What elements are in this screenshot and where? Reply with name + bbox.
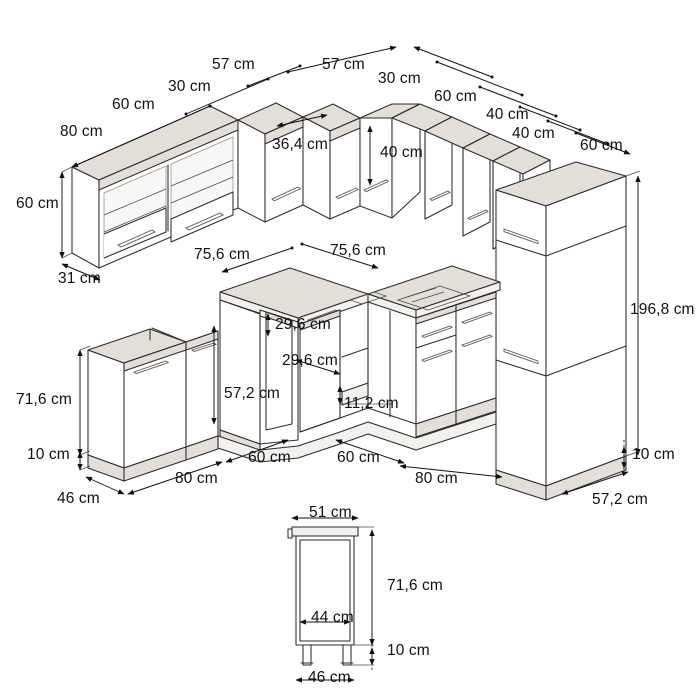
dim-label-base-corner-112: 11,2 cm <box>344 395 399 412</box>
dim-label-base-right-w-60: 60 cm <box>337 449 380 466</box>
dim-label-base-right-worktop-756: 75,6 cm <box>330 242 386 259</box>
dim-label-single-unit-width-51: 51 cm <box>309 504 352 521</box>
dim-label-wall-right-w-30: 30 cm <box>378 70 421 87</box>
dim-label-wall-depth-31: 31 cm <box>58 270 101 287</box>
dim-label-base-corner-296b: 29,6 cm <box>282 352 338 369</box>
base-unit-drawers-80 <box>415 291 497 438</box>
dim-label-base-height-716: 71,6 cm <box>16 391 72 408</box>
dim-label-base-right-w-80: 80 cm <box>415 470 458 487</box>
dim-label-wall-corner-right-57: 57 cm <box>322 56 365 73</box>
dim-label-wall-left-w-60: 60 cm <box>112 96 155 113</box>
single-base-unit-group <box>287 526 359 666</box>
worktop-hob-detail <box>348 285 472 311</box>
dim-label-base-inner-height-572: 57,2 cm <box>224 385 280 402</box>
dim-label-wall-unit-height-40: 40 cm <box>380 144 423 161</box>
dim-label-single-unit-height-716: 71,6 cm <box>387 577 443 594</box>
wall-units-group <box>71 102 551 269</box>
base-unit-corner <box>259 301 369 445</box>
dim-label-wall-right-w-60: 60 cm <box>434 88 477 105</box>
wall-unit-60-left <box>237 102 304 223</box>
dim-label-base-depth-46: 46 cm <box>57 490 100 507</box>
dim-label-base-left-w-60: 60 cm <box>248 449 291 466</box>
dim-label-wall-left-depth-80: 80 cm <box>60 123 103 140</box>
dim-label-tall-unit-height-1968: 196,8 cm <box>630 301 695 318</box>
dim-label-wall-right-w-60b: 60 cm <box>580 137 623 154</box>
base-units-group <box>87 265 501 482</box>
dim-label-single-unit-plinth-10: 10 cm <box>387 642 430 659</box>
dim-label-single-unit-depth-46: 46 cm <box>308 669 351 686</box>
dim-label-base-left-w-80: 80 cm <box>175 470 218 487</box>
tall-unit-group <box>495 161 627 501</box>
dim-label-corner-door-364: 36,4 cm <box>272 136 328 153</box>
dim-label-wall-right-w-40a: 40 cm <box>486 106 529 123</box>
dim-label-base-left-worktop-756: 75,6 cm <box>194 246 250 263</box>
dim-label-single-unit-inner-44: 44 cm <box>311 609 354 626</box>
wall-unit-open-shelf <box>380 180 392 218</box>
dim-label-wall-corner-left-57: 57 cm <box>212 56 255 73</box>
dim-label-wall-left-w-30: 30 cm <box>168 78 211 95</box>
dimension-lines-group <box>59 45 641 683</box>
dim-label-base-plinth-10-left: 10 cm <box>27 446 70 463</box>
dim-label-wall-right-w-40b: 40 cm <box>512 125 555 142</box>
dim-label-wall-height-60: 60 cm <box>16 195 59 212</box>
base-unit-sink-80 <box>87 327 219 482</box>
dim-label-tall-unit-depth-572: 57,2 cm <box>592 491 648 508</box>
dim-label-base-plinth-10-right: 10 cm <box>632 446 675 463</box>
dim-label-base-corner-296a: 29,6 cm <box>275 316 331 333</box>
